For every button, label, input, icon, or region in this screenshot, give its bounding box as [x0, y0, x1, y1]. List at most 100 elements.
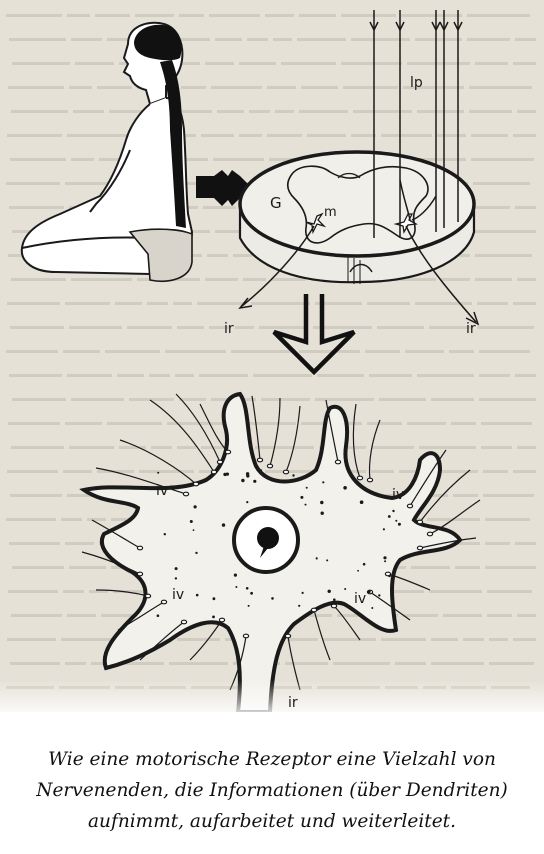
cytoplasm-dot [292, 474, 295, 477]
cytoplasm-dot [253, 479, 257, 483]
bleed-text-dash [297, 38, 346, 41]
bleed-text-dash [287, 638, 318, 641]
caption-line-2: Nervenenden, die Informationen (über Den… [36, 780, 508, 801]
terminal-fiber [251, 395, 261, 461]
terminal-fiber [368, 419, 381, 481]
neuron-cell [79, 391, 463, 712]
cytoplasm-dot [189, 520, 193, 523]
bleed-text-dash [259, 326, 308, 329]
bleed-text-dash [487, 614, 512, 617]
cytoplasm-dot [195, 551, 198, 555]
synaptic-knob [210, 469, 218, 475]
bleed-text-dash [441, 278, 470, 281]
bleed-text-dash [275, 110, 294, 113]
synaptic-knob [416, 545, 424, 551]
bleed-text-dash [515, 38, 536, 41]
bleed-text-dash [213, 158, 264, 161]
bleed-text-dash [167, 110, 212, 113]
synaptic-knob [144, 593, 152, 599]
bleed-text-dash [149, 374, 170, 377]
cytoplasm-dot [344, 588, 347, 590]
synaptic-knob [416, 519, 424, 525]
terminal-fiber [325, 399, 339, 463]
terminal-fiber [189, 619, 223, 661]
bleed-text-dash [341, 14, 396, 17]
bleed-text-dash [11, 110, 68, 113]
bleed-text-dash [69, 86, 92, 89]
synaptic-knob [256, 457, 264, 463]
terminal-fiber [419, 469, 471, 523]
incoming-fibers [369, 10, 463, 238]
bleed-text-dash [7, 470, 58, 473]
bleed-text-dash [473, 206, 510, 209]
bleed-text-dash [203, 206, 236, 209]
synaptic-knob [182, 491, 190, 497]
terminal-fiber [139, 621, 185, 661]
bleed-text-dash [12, 566, 64, 569]
terminal-fiber [199, 403, 229, 453]
terminal-fiber [313, 609, 331, 661]
terminal-fiber [352, 403, 361, 479]
bleed-text-dash [407, 422, 446, 425]
cytoplasm-dot [192, 529, 195, 531]
bleed-text-dash [489, 638, 508, 641]
bleed-text-dash [393, 590, 424, 593]
bleed-text-dash [119, 446, 146, 449]
bleed-text-dash [243, 278, 266, 281]
bleed-text-dash [515, 206, 536, 209]
synaptic-knob [282, 469, 290, 475]
bleed-text-dash [8, 590, 58, 593]
bleed-text-dash [467, 14, 530, 17]
bleed-text-dash [479, 374, 510, 377]
terminal-fiber [149, 399, 215, 473]
terminal-fiber [95, 589, 149, 597]
bleed-text-dash [377, 326, 424, 329]
bleed-text-dash [417, 110, 464, 113]
bleed-text-dash [385, 278, 436, 281]
terminal-fiber [175, 393, 221, 463]
bleed-text-dash [265, 14, 294, 17]
bleed-text-dash [9, 206, 64, 209]
bleed-text-dash [489, 662, 534, 665]
bleed-text-dash [207, 254, 228, 257]
cytoplasm-dot [250, 591, 254, 595]
book-scan-figure: lp G m ir ir iv iv iv iv ir [0, 0, 544, 720]
bleed-text-dash [199, 374, 248, 377]
bleed-text-dash [475, 278, 512, 281]
bleed-text-dash [513, 134, 536, 137]
synaptic-knob [426, 531, 434, 537]
bleed-text-dash [477, 302, 508, 305]
bleed-text-dash [67, 494, 104, 497]
bleed-text-dash [451, 422, 476, 425]
cytoplasm-dot [258, 470, 261, 474]
bleed-text-dash [11, 446, 64, 449]
bleed-text-dash [485, 542, 510, 545]
bleed-text-dash [463, 638, 484, 641]
spinal-cord-shape [160, 60, 186, 228]
bleed-text-dash [515, 374, 536, 377]
bleed-text-dash [475, 254, 532, 257]
bleed-text-dash [211, 86, 262, 89]
bleed-text-dash [10, 326, 64, 329]
synaptic-knob [284, 633, 292, 639]
bleed-text-dash [9, 38, 66, 41]
label-ir-right: ir [466, 321, 476, 337]
bleed-text-dash [455, 566, 480, 569]
bleed-text-dash [6, 14, 62, 17]
bleed-text-dash [269, 158, 298, 161]
bleed-text-dash [369, 374, 412, 377]
cytoplasm-dot [384, 560, 387, 563]
bleed-text-dash [367, 422, 402, 425]
bottom-fade [0, 680, 544, 720]
bleed-text-dash [215, 38, 242, 41]
bleed-text-dash [6, 518, 56, 521]
bleed-text-dash [95, 14, 130, 17]
cytoplasm-dot [383, 556, 387, 560]
bleed-text-dash [87, 518, 106, 521]
bleed-text-dash [65, 422, 102, 425]
bleed-text-dash [61, 518, 82, 521]
bleed-text-dash [10, 662, 60, 665]
bleed-text-dash [135, 14, 174, 17]
bleed-text-dash [239, 134, 262, 137]
bleed-text-dash [261, 398, 310, 401]
